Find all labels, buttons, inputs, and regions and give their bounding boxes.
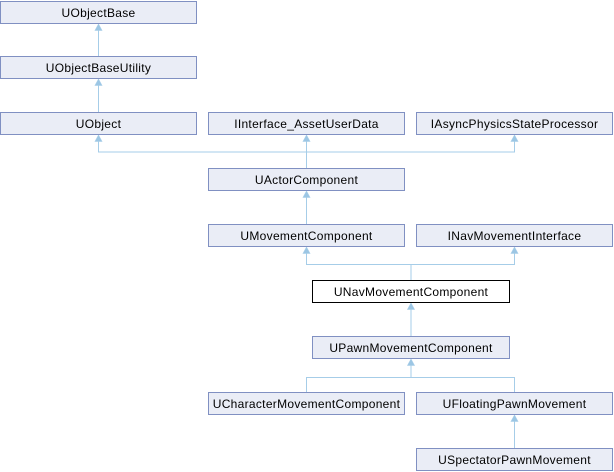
class-node-label: UObjectBase: [61, 5, 136, 20]
class-node-iinterface-assetuserdata[interactable]: IInterface_AssetUserData: [208, 112, 405, 135]
class-node-uactorcomponent[interactable]: UActorComponent: [208, 168, 405, 191]
class-node-uobjectbaseutility[interactable]: UObjectBaseUtility: [0, 56, 197, 79]
class-node-label: IInterface_AssetUserData: [234, 116, 379, 131]
class-node-label: UActorComponent: [254, 172, 359, 187]
class-node-label: UFloatingPawnMovement: [442, 396, 587, 411]
class-node-iasyncphysicsstateprocessor[interactable]: IAsyncPhysicsStateProcessor: [416, 112, 613, 135]
class-node-ucharactermovementcomponent[interactable]: UCharacterMovementComponent: [208, 392, 405, 415]
class-node-uobject[interactable]: UObject: [0, 112, 197, 135]
class-node-ufloatingpawnmovement[interactable]: UFloatingPawnMovement: [416, 392, 613, 415]
class-node-unavmovementcomponent-current: UNavMovementComponent: [312, 280, 510, 303]
class-node-label: IAsyncPhysicsStateProcessor: [430, 116, 599, 131]
class-node-label: UMovementComponent: [240, 228, 373, 243]
class-node-label: INavMovementInterface: [447, 228, 582, 243]
class-node-label: UCharacterMovementComponent: [212, 396, 401, 411]
class-node-label: UNavMovementComponent: [333, 284, 489, 299]
class-node-upawnmovementcomponent[interactable]: UPawnMovementComponent: [312, 336, 510, 359]
class-node-label: UObject: [75, 116, 122, 131]
class-node-label: UObjectBaseUtility: [45, 60, 152, 75]
class-node-label: USpectatorPawnMovement: [438, 452, 591, 467]
class-node-inavmovementinterface[interactable]: INavMovementInterface: [416, 224, 613, 247]
class-node-umovementcomponent[interactable]: UMovementComponent: [208, 224, 405, 247]
class-node-label: UPawnMovementComponent: [329, 340, 493, 355]
class-node-uobjectbase[interactable]: UObjectBase: [0, 1, 197, 24]
class-node-uspectatorpawnmovement[interactable]: USpectatorPawnMovement: [416, 448, 613, 471]
